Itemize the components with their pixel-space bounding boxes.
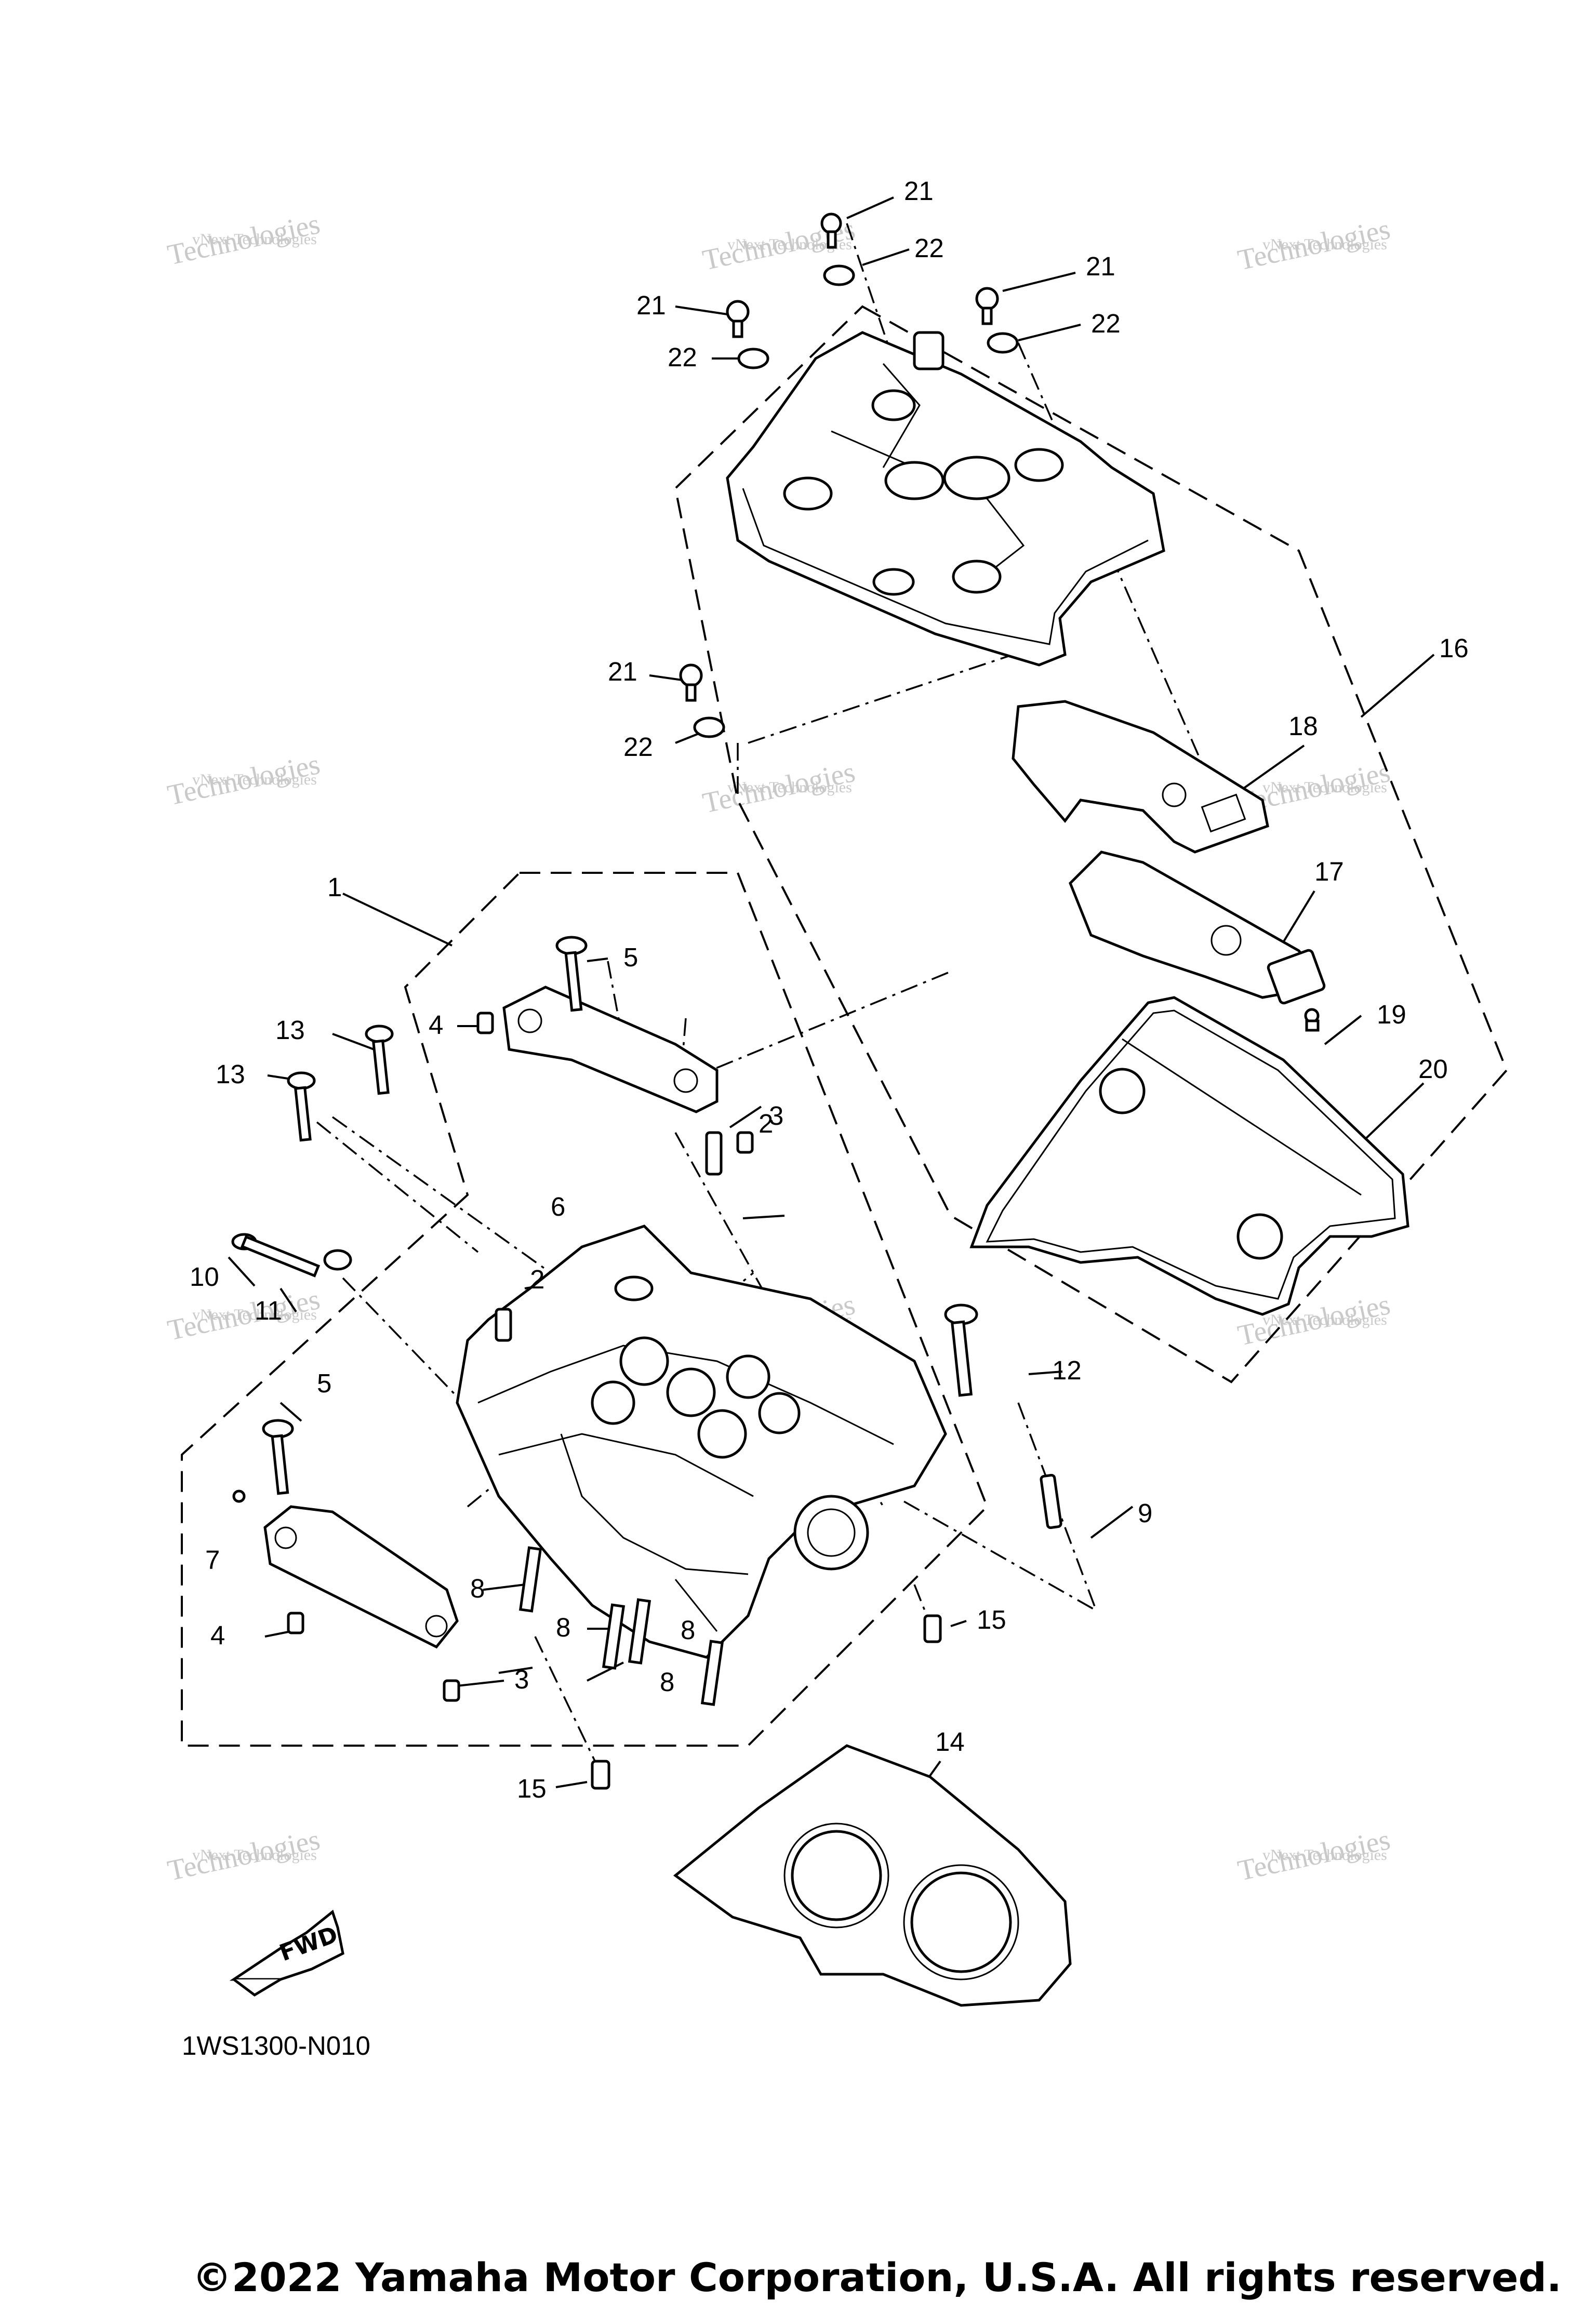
watermark-text: vNext Technologies — [192, 771, 317, 788]
callout-15: 15 — [517, 1774, 547, 1803]
watermark-text: vNext Technologies — [192, 1306, 317, 1323]
callout-21: 21 — [904, 176, 934, 206]
callout-10: 10 — [190, 1262, 219, 1292]
callout-15: 15 — [977, 1605, 1006, 1634]
cover-gaskets — [969, 700, 1409, 1316]
callout-2: 2 — [759, 1109, 773, 1138]
fwd-arrow: FWD — [229, 1909, 344, 1997]
callout-5: 5 — [317, 1368, 331, 1398]
head-gasket — [673, 1744, 1072, 2007]
watermark-text: vNext Technologies — [727, 779, 852, 796]
copyright-notice: ©2022 Yamaha Motor Corporation, U.S.A. A… — [192, 2254, 1562, 2300]
head-hardware — [231, 936, 1062, 1790]
callout-21: 21 — [636, 290, 666, 320]
callout-2: 2 — [530, 1265, 544, 1294]
callout-8: 8 — [660, 1667, 674, 1697]
callout-1: 1 — [327, 872, 342, 902]
callout-16: 16 — [1439, 633, 1469, 663]
watermark-text: vNext Technologies — [1262, 779, 1387, 796]
watermark-text: Technologies — [165, 1283, 323, 1347]
head-group-outline — [181, 872, 989, 1747]
cover-group-outline — [674, 305, 1508, 1384]
callout-11: 11 — [255, 1296, 282, 1325]
callout-4: 4 — [210, 1620, 225, 1650]
callout-13: 13 — [216, 1059, 245, 1089]
watermark-text: Technologies — [700, 756, 858, 820]
callout-18: 18 — [1288, 711, 1318, 741]
callout-21: 21 — [1086, 251, 1115, 281]
callout-3: 3 — [514, 1665, 529, 1694]
callout-20: 20 — [1418, 1054, 1448, 1084]
watermark-text: vNext Technologies — [1262, 236, 1387, 253]
watermark-text: vNext Technologies — [192, 1846, 317, 1864]
callout-3: 3 — [769, 1101, 783, 1131]
group-outlines — [181, 305, 1508, 1747]
callout-12: 12 — [1052, 1355, 1082, 1385]
watermark-text: Technologies — [1235, 1824, 1393, 1887]
callout-21: 21 — [608, 657, 637, 686]
cover-bolts — [679, 212, 1019, 738]
callout-22: 22 — [1091, 309, 1121, 338]
watermark-text: Technologies — [165, 208, 323, 272]
watermark-text: Technologies — [1235, 213, 1393, 277]
callout-22: 22 — [914, 233, 944, 263]
watermark-text: vNext Technologies — [1262, 1311, 1387, 1328]
callout-9: 9 — [1138, 1498, 1152, 1528]
diagram-code: 1WS1300-N010 — [182, 2031, 370, 2060]
callout-5: 5 — [623, 942, 638, 972]
callout-7: 7 — [205, 1545, 220, 1575]
watermark-text: vNext Technologies — [192, 231, 317, 248]
callout-labels: 21 22 21 22 21 22 21 22 16 18 17 19 20 1… — [190, 176, 1469, 1803]
callout-17: 17 — [1314, 857, 1344, 886]
camshaft-caps — [263, 986, 719, 1649]
callout-8: 8 — [681, 1615, 695, 1645]
callout-22: 22 — [623, 732, 653, 762]
watermark-text: Technologies — [165, 1824, 323, 1887]
callout-6: 6 — [551, 1192, 565, 1221]
callout-4: 4 — [429, 1010, 443, 1040]
callout-14: 14 — [935, 1727, 965, 1757]
callout-22: 22 — [668, 342, 697, 372]
callout-13: 13 — [275, 1015, 305, 1045]
watermark-text: Technologies — [165, 748, 323, 812]
cylinder-head-cover — [726, 331, 1165, 667]
callout-8: 8 — [556, 1613, 570, 1642]
callout-19: 19 — [1377, 1000, 1406, 1029]
cylinder-head — [456, 1225, 947, 1659]
callout-8: 8 — [470, 1574, 485, 1603]
watermark-text: vNext Technologies — [1262, 1846, 1387, 1864]
